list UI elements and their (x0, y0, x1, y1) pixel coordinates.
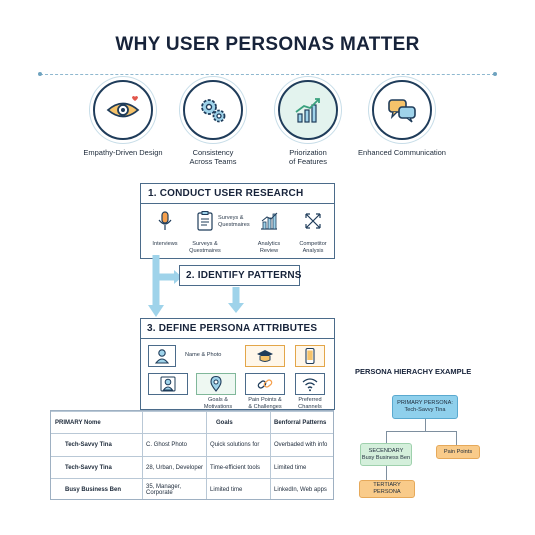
wifi-icon (302, 378, 318, 392)
pain-points-label: Pain Points & & Challenges (248, 397, 282, 410)
hierarchy-connector (386, 431, 456, 432)
graduation-card (245, 345, 285, 367)
flow-arrows (148, 255, 244, 317)
graduation-cap-icon (257, 350, 273, 362)
hierarchy-connector (425, 419, 426, 431)
pain-card (245, 373, 285, 395)
benefit-prioritization: Priorization of Features (253, 80, 363, 166)
table-row: Tech-Savvy Tina C. Ghost Photo Quick sol… (51, 433, 333, 455)
hierarchy-connector (386, 431, 387, 443)
name-photo-label: Name & Photo (185, 352, 222, 358)
user-icon (160, 376, 176, 392)
step1-title: 1. CONDUCT USER RESEARCH (148, 188, 304, 199)
connector-dot (38, 72, 42, 76)
location-pin-icon (210, 375, 222, 392)
channels-label: Preferred Channels (298, 397, 322, 410)
table-row: Busy Business Ben 35, Manager, Corporate… (51, 478, 333, 500)
benefits-connector-line (40, 74, 495, 75)
step3-divider (140, 338, 335, 339)
research-surveys: Surveys & Questmaires (170, 210, 240, 255)
eye-heart-icon (93, 80, 153, 140)
rising-chart-icon (278, 80, 338, 140)
secondary-persona-node: SECENDARY Busy Business Ben (360, 443, 412, 466)
name-photo-card (148, 345, 176, 367)
step2-title: 2. IDENTIFY PATTERNS (186, 270, 302, 281)
benefit-empathy: Empathy-Driven Design (68, 80, 178, 157)
table-header-row: PRIMARY Nome Goals Benforral Patterns (51, 411, 333, 433)
person-card (148, 373, 188, 395)
benefit-label: Consistency Across Teams (189, 148, 237, 166)
step1-divider (140, 203, 335, 204)
benefit-label: Empathy-Driven Design (83, 148, 163, 157)
table-row: Tech-Savvy Tina 28, Urban, Developer Tim… (51, 456, 333, 478)
pain-points-node: Pain Points (436, 445, 480, 459)
benefit-consistency: Consistency Across Teams (158, 80, 268, 166)
research-analytics: Analytics Review (234, 210, 304, 255)
person-icon (154, 349, 170, 364)
persona-table: PRIMARY Nome Goals Benforral Patterns Te… (50, 410, 334, 500)
step2-box (179, 265, 300, 286)
research-interviews: Interviews (130, 210, 200, 248)
smartphone-icon (305, 347, 315, 365)
connector-dot (493, 72, 497, 76)
surveys-caption: Surveys & Questmaires (218, 215, 250, 228)
step3-title: 3. DEFINE PERSONA ATTRIBUTES (147, 323, 318, 334)
goals-label: Goals & Motivations (203, 397, 233, 410)
bar-chart-icon (261, 212, 278, 230)
tertiary-persona-node: TERTIARY PERSONA (359, 480, 415, 498)
speech-bubbles-icon (372, 80, 432, 140)
step1-box (140, 183, 335, 259)
page-title: WHY USER PERSONAS MATTER (115, 34, 420, 55)
hierarchy-connector (456, 431, 457, 445)
primary-persona-node: PRIMARY PERSONA: Tech-Savvy Tina (392, 395, 458, 419)
hierarchy-connector (386, 466, 387, 480)
benefit-communication: Enhanced Communication (347, 80, 457, 157)
clipboard-icon (197, 211, 213, 231)
microphone-icon (158, 211, 172, 230)
research-competitor: Competitor Analysis (278, 210, 348, 255)
link-chain-icon (257, 379, 273, 389)
benefit-label: Priorization of Features (289, 148, 327, 166)
gears-icon (183, 80, 243, 140)
channels-card (295, 373, 325, 395)
hierarchy-title: PERSONA HIERACHY EXAMPLE (355, 367, 472, 376)
benefit-label: Enhanced Communication (358, 148, 446, 157)
device-card (295, 345, 325, 367)
arrows-out-icon (305, 213, 321, 229)
goals-card (196, 373, 236, 395)
